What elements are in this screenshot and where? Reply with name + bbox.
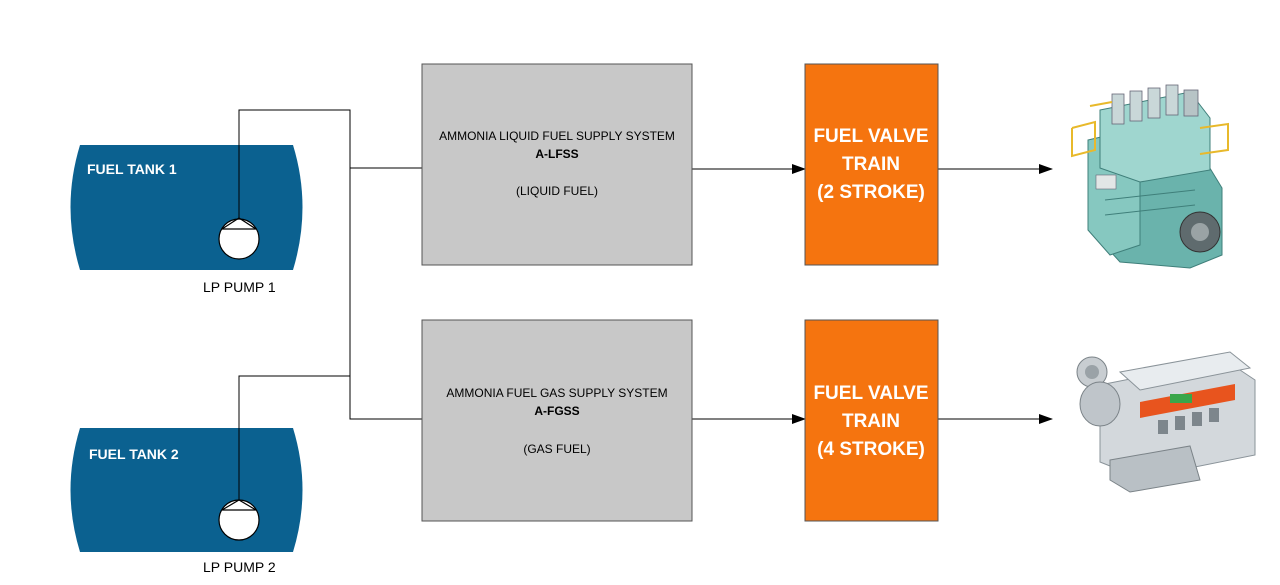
- lfss-box: [421, 63, 693, 266]
- fvt-1-line-2: TRAIN: [842, 154, 900, 175]
- fuel-tank-2: FUEL TANK 2: [70, 428, 303, 552]
- lp-pump-2: LP PUMP 2: [203, 499, 276, 575]
- lp-pump-1: LP PUMP 1: [203, 217, 276, 295]
- fvt-1-line-1: FUEL VALVE: [813, 126, 928, 147]
- lfss-name: AMMONIA LIQUID FUEL SUPPLY SYSTEM: [439, 129, 675, 143]
- pump-1-symbol: [221, 217, 257, 230]
- fvt-2-line-1: FUEL VALVE: [813, 383, 928, 404]
- lp-pump-1-label: LP PUMP 1: [203, 279, 276, 295]
- pump-2-symbol: [221, 499, 257, 511]
- fvt-2-box: [804, 319, 939, 522]
- fuel-tank-1-label: FUEL TANK 1: [87, 161, 177, 177]
- fvt-1-box: [804, 63, 939, 266]
- pipe-pump-1-riser: [238, 109, 351, 376]
- fgss-fuel-type: (GAS FUEL): [523, 442, 590, 456]
- pipe-to-fgss: [349, 376, 422, 420]
- two-stroke-engine-icon: [1071, 84, 1229, 269]
- supply-system-fgss: AMMONIA FUEL GAS SUPPLY SYSTEM A-FGSS (G…: [421, 319, 693, 522]
- fgss-name: AMMONIA FUEL GAS SUPPLY SYSTEM: [446, 386, 667, 400]
- piping: [238, 109, 1053, 500]
- lfss-abbr: A-LFSS: [535, 147, 578, 161]
- fuel-valve-train-2-stroke: FUEL VALVE TRAIN (2 STROKE): [804, 63, 939, 266]
- fuel-tank-1: FUEL TANK 1: [70, 145, 303, 270]
- fvt-1-line-3: (2 STROKE): [817, 182, 925, 203]
- fuel-valve-train-4-stroke: FUEL VALVE TRAIN (4 STROKE): [804, 319, 939, 522]
- lp-pump-2-label: LP PUMP 2: [203, 559, 276, 575]
- pipe-pump-2-riser: [238, 375, 350, 500]
- fgss-box: [421, 319, 693, 522]
- four-stroke-engine-icon: [1076, 351, 1256, 493]
- fgss-abbr: A-FGSS: [534, 404, 579, 418]
- pump-1-icon: [218, 218, 260, 260]
- fvt-2-line-2: TRAIN: [842, 411, 900, 432]
- fvt-2-line-3: (4 STROKE): [817, 439, 925, 460]
- lfss-fuel-type: (LIQUID FUEL): [516, 184, 598, 198]
- pump-2-icon: [218, 499, 260, 541]
- supply-system-lfss: AMMONIA LIQUID FUEL SUPPLY SYSTEM A-LFSS…: [421, 63, 693, 266]
- fuel-tank-2-label: FUEL TANK 2: [89, 446, 179, 462]
